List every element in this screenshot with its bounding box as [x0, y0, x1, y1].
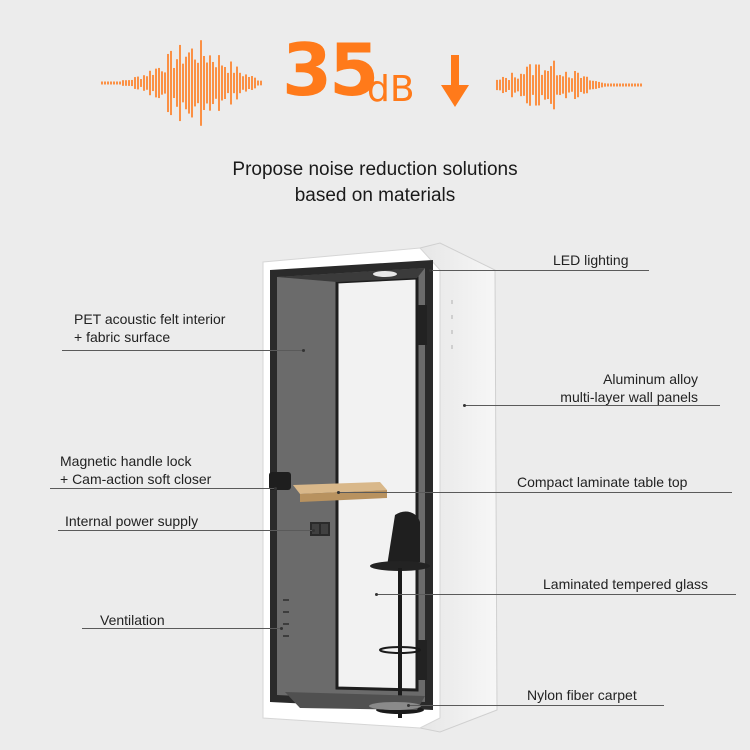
leader-dot-ventilation [280, 627, 283, 630]
leader-dot-power [312, 529, 315, 532]
leader-dot-aluminum [463, 404, 466, 407]
label-power-supply: Internal power supply [65, 513, 199, 529]
label-pet-felt: PET acoustic felt interior + fabric surf… [74, 311, 226, 345]
label-led-lighting: LED lighting [553, 252, 629, 268]
leader-dot-pet [302, 349, 305, 352]
noise-reduction-value: 35 [282, 28, 379, 112]
leader-pet-felt [62, 350, 304, 351]
label-aluminum-panels: Aluminum alloy multi-layer wall panels [560, 371, 698, 405]
sound-wave-right-icon [496, 60, 642, 110]
leader-dot-led [429, 269, 432, 272]
leader-glass [378, 594, 736, 595]
leader-dot-glass [375, 593, 378, 596]
arrow-down-icon [441, 55, 469, 107]
page-subtitle: Propose noise reduction solutions based … [232, 159, 518, 206]
leader-aluminum [466, 405, 720, 406]
leader-dot-carpet [407, 704, 410, 707]
label-table-top: Compact laminate table top [517, 474, 688, 490]
leader-led-lighting [432, 270, 649, 271]
noise-reduction-unit: dB [367, 69, 415, 110]
leader-dot-magnetic [274, 487, 277, 490]
label-magnetic-handle: Magnetic handle lock + Cam-action soft c… [60, 453, 212, 487]
leader-magnetic [50, 488, 276, 489]
sound-wave-left-icon [101, 40, 262, 126]
leader-table [340, 492, 732, 493]
phone-booth-illustration [262, 242, 498, 733]
leader-carpet [410, 705, 664, 706]
label-tempered-glass: Laminated tempered glass [543, 576, 708, 592]
leader-ventilation [82, 628, 282, 629]
label-ventilation: Ventilation [100, 612, 165, 628]
label-carpet: Nylon fiber carpet [527, 687, 637, 703]
leader-power [58, 530, 314, 531]
leader-dot-table [337, 491, 340, 494]
